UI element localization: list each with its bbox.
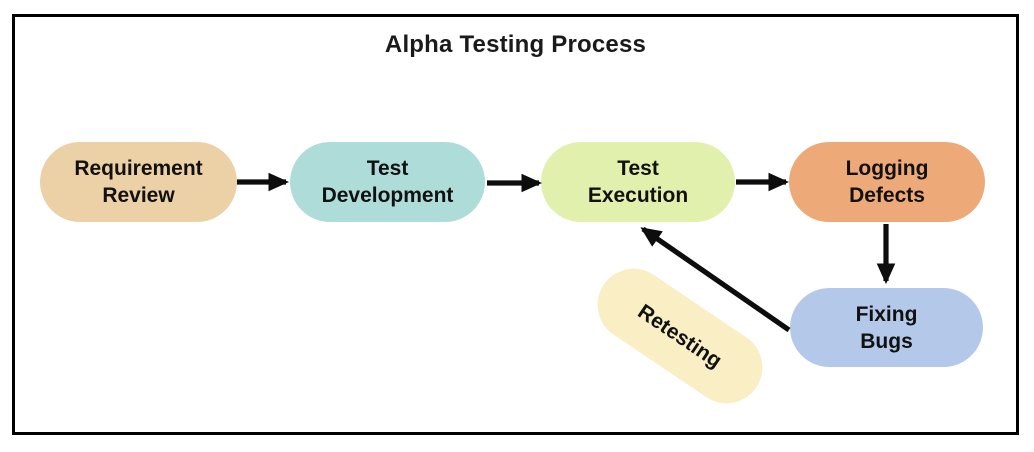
node-label-line: Requirement bbox=[74, 157, 203, 180]
diagram-title: Alpha Testing Process bbox=[384, 31, 647, 58]
node-label-line: Bugs bbox=[860, 329, 913, 353]
node-label-line: Execution bbox=[587, 184, 689, 207]
node-label-line: Test bbox=[366, 157, 409, 180]
node-test-development: Test Development bbox=[290, 142, 485, 222]
node-label-line: Fixing bbox=[855, 302, 918, 326]
node-label-line: Test bbox=[617, 157, 659, 180]
node-label-line: Review bbox=[102, 184, 175, 207]
node-label-line: Development bbox=[321, 184, 454, 207]
node-test-execution: Test Execution bbox=[541, 142, 735, 222]
node-logging-defects: Logging Defects bbox=[789, 142, 985, 222]
node-label-line: Logging bbox=[845, 157, 929, 180]
diagram-border bbox=[12, 14, 1019, 435]
node-fixing-bugs: Fixing Bugs bbox=[790, 288, 983, 367]
node-requirement-review: Requirement Review bbox=[40, 142, 237, 222]
node-label-line: Defects bbox=[849, 184, 925, 207]
